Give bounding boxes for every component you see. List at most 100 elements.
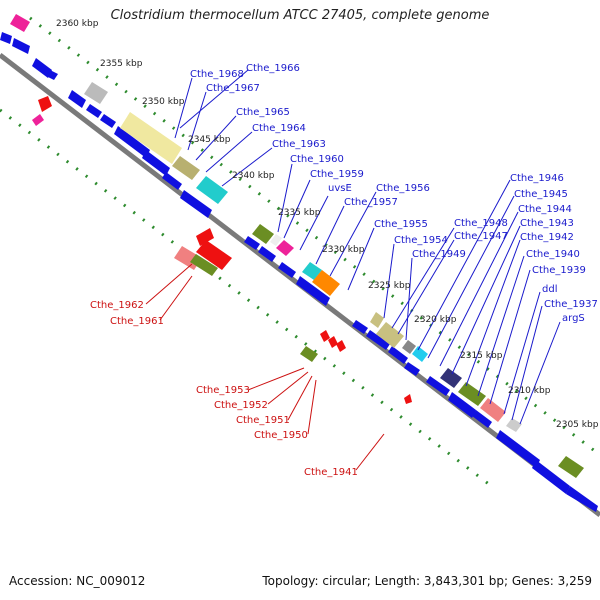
- gene-label[interactable]: Cthe_1951: [236, 415, 290, 426]
- gene-label[interactable]: Cthe_1947: [454, 231, 508, 242]
- rev-block[interactable]: [32, 114, 44, 126]
- gene-label[interactable]: Cthe_1965: [236, 107, 290, 118]
- gene-block-olive2[interactable]: [458, 382, 486, 406]
- cds-arrow[interactable]: [426, 376, 450, 396]
- gene-label[interactable]: Cthe_1957: [344, 197, 398, 208]
- kbp-label: 2360 kbp: [56, 19, 99, 29]
- cds-arrow[interactable]: [162, 172, 182, 190]
- gene-label[interactable]: Cthe_1940: [526, 249, 580, 260]
- cds-arrow[interactable]: [142, 150, 170, 176]
- gene-block-green[interactable]: [252, 224, 274, 244]
- kbp-label: 2350 kbp: [142, 97, 185, 107]
- gene-label[interactable]: Cthe_1968: [190, 69, 244, 80]
- gene-block-pink[interactable]: [480, 398, 506, 422]
- gene-block-magenta[interactable]: [10, 14, 30, 32]
- gene-label[interactable]: Cthe_1961: [110, 316, 164, 327]
- kbp-label: 2325 kbp: [368, 281, 411, 291]
- kbp-labels: 2360 kbp 2355 kbp 2350 kbp 2345 kbp 2340…: [56, 19, 599, 430]
- gene-label[interactable]: Cthe_1959: [310, 169, 364, 180]
- gene-label[interactable]: Cthe_1939: [532, 265, 586, 276]
- rev-arrow[interactable]: [328, 336, 338, 348]
- cds-arrow[interactable]: [296, 276, 330, 306]
- gene-label[interactable]: Cthe_1946: [510, 173, 564, 184]
- gene-block-lightgray[interactable]: [506, 418, 522, 432]
- gene-label[interactable]: Cthe_1942: [520, 232, 574, 243]
- map-title: Clostridium thermocellum ATCC 27405, com…: [110, 8, 490, 23]
- gene-block-tan[interactable]: [370, 312, 384, 328]
- rev-arrow[interactable]: [38, 96, 52, 112]
- cds-arrow[interactable]: [68, 90, 86, 108]
- gene-label[interactable]: Cthe_1960: [290, 154, 344, 165]
- kbp-label: 2320 kbp: [414, 315, 457, 325]
- cds-arrow[interactable]: [278, 262, 296, 278]
- cds-arrow[interactable]: [32, 58, 52, 78]
- gene-label[interactable]: Cthe_1967: [206, 83, 260, 94]
- rev-block-olive[interactable]: [190, 254, 218, 276]
- gene-block-gray2[interactable]: [402, 340, 416, 354]
- cds-arrow[interactable]: [388, 346, 408, 364]
- gene-label[interactable]: Cthe_1944: [518, 204, 572, 215]
- gene-block-olive3[interactable]: [558, 456, 584, 478]
- gene-label[interactable]: Cthe_1955: [374, 219, 428, 230]
- cds-arrow[interactable]: [532, 460, 570, 494]
- cds-arrow[interactable]: [86, 104, 102, 118]
- gene-label[interactable]: Cthe_1937: [544, 299, 598, 310]
- gene-block-olive[interactable]: [172, 156, 200, 180]
- gene-label[interactable]: Cthe_1952: [214, 400, 268, 411]
- cds-arrow[interactable]: [180, 190, 212, 218]
- gene-label[interactable]: Cthe_1962: [90, 300, 144, 311]
- cds-arrow[interactable]: [496, 430, 540, 468]
- cds-arrow[interactable]: [12, 38, 30, 54]
- cds-arrow[interactable]: [0, 32, 12, 44]
- cds-arrow[interactable]: [352, 320, 368, 334]
- cds-arrow[interactable]: [566, 486, 598, 512]
- cds-arrow[interactable]: [448, 392, 476, 418]
- rev-arrow[interactable]: [320, 330, 330, 342]
- gene-block-magenta2[interactable]: [276, 240, 294, 256]
- rev-arrow[interactable]: [196, 228, 214, 246]
- gene-label[interactable]: Cthe_1950: [254, 430, 308, 441]
- gene-block-orange[interactable]: [312, 270, 340, 296]
- gene-label[interactable]: Cthe_1948: [454, 218, 508, 229]
- cds-arrow[interactable]: [366, 330, 390, 350]
- gene-label[interactable]: Cthe_1956: [376, 183, 430, 194]
- cds-arrow[interactable]: [114, 126, 150, 158]
- gene-label[interactable]: Cthe_1953: [196, 385, 250, 396]
- gene-block-khaki[interactable]: [120, 112, 182, 164]
- gene-label[interactable]: ddl: [542, 284, 557, 295]
- kbp-label: 2345 kbp: [188, 135, 231, 145]
- gene-block-cyan2[interactable]: [302, 262, 322, 280]
- gene-label[interactable]: Cthe_1943: [520, 218, 574, 229]
- gene-label[interactable]: uvsE: [328, 183, 352, 194]
- gene-label[interactable]: Cthe_1949: [412, 249, 466, 260]
- gene-block-cyan[interactable]: [196, 176, 228, 204]
- tick-track-lower: [0, 108, 491, 487]
- gene-label[interactable]: Cthe_1945: [514, 189, 568, 200]
- cds-arrow[interactable]: [46, 70, 58, 80]
- rev-block-olive2[interactable]: [300, 346, 318, 362]
- reverse-gene-labels: Cthe_1962 Cthe_1961 Cthe_1953 Cthe_1952 …: [90, 300, 358, 478]
- kbp-label: 2310 kbp: [508, 386, 551, 396]
- gene-label[interactable]: Cthe_1954: [394, 235, 448, 246]
- cds-arrow[interactable]: [404, 362, 420, 376]
- cds-arrow[interactable]: [472, 410, 492, 428]
- gene-block-tan2[interactable]: [376, 322, 404, 348]
- gene-block-cyan3[interactable]: [412, 346, 428, 362]
- gene-label[interactable]: argS: [562, 313, 585, 324]
- cds-arrow[interactable]: [100, 114, 116, 128]
- gene-label[interactable]: Cthe_1963: [272, 139, 326, 150]
- gene-block-navy[interactable]: [440, 368, 462, 388]
- rev-arrow[interactable]: [404, 394, 412, 404]
- gene-block-gray[interactable]: [84, 82, 108, 104]
- cds-arrow[interactable]: [244, 236, 260, 250]
- gene-block-white[interactable]: [270, 234, 282, 246]
- label-leader-lines: [145, 69, 561, 471]
- kbp-label: 2315 kbp: [460, 351, 503, 361]
- gene-label[interactable]: Cthe_1964: [252, 123, 306, 134]
- gene-label[interactable]: Cthe_1966: [246, 63, 300, 74]
- gene-label[interactable]: Cthe_1941: [304, 467, 358, 478]
- rev-block-red[interactable]: [196, 240, 232, 270]
- rev-arrow[interactable]: [336, 340, 346, 352]
- cds-arrow[interactable]: [258, 246, 276, 262]
